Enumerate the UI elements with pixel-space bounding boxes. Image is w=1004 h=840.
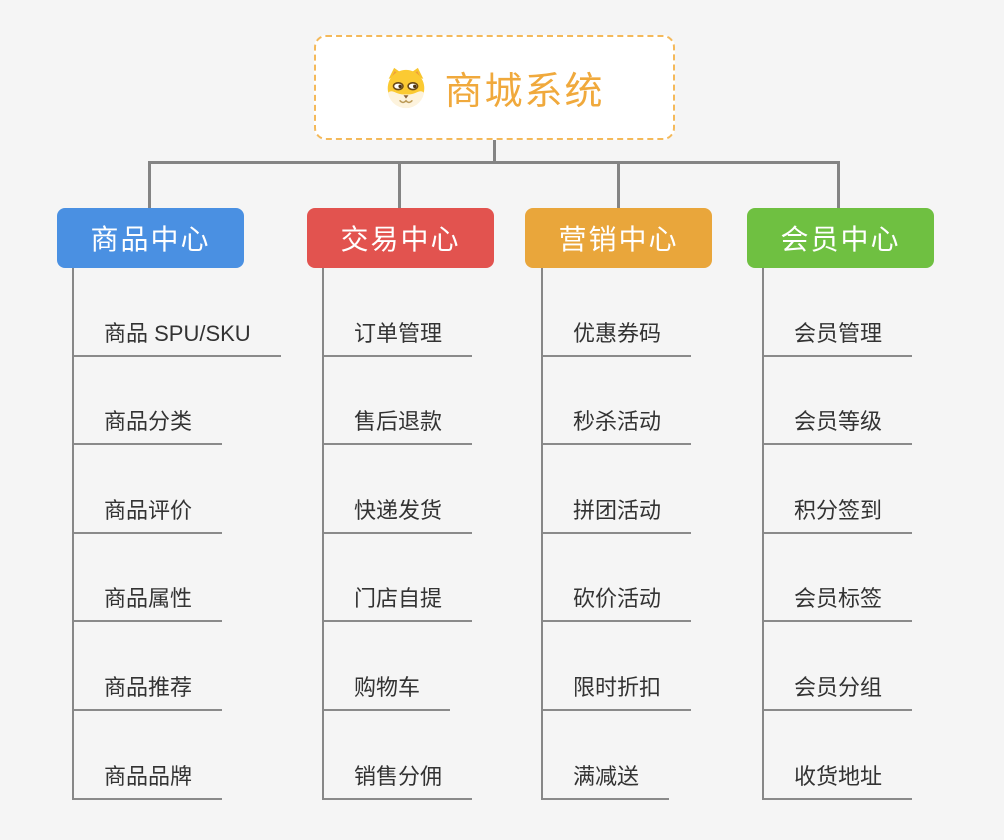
connector-root-stem bbox=[493, 140, 496, 163]
sub-item-label: 满减送 bbox=[541, 759, 670, 800]
sub-item-label: 收货地址 bbox=[762, 759, 913, 800]
sub-item[interactable]: 商品属性 bbox=[72, 534, 281, 623]
sub-item[interactable]: 售后退款 bbox=[322, 357, 473, 446]
connector-drop-product bbox=[148, 161, 151, 208]
sub-item-label: 商品推荐 bbox=[72, 670, 223, 711]
sub-item[interactable]: 门店自提 bbox=[322, 534, 473, 623]
connector-drop-marketing bbox=[617, 161, 620, 208]
sub-item[interactable]: 会员分组 bbox=[762, 622, 913, 711]
sub-item-label: 会员等级 bbox=[762, 404, 913, 446]
sub-item[interactable]: 销售分佣 bbox=[322, 711, 473, 800]
sub-item[interactable]: 商品评价 bbox=[72, 445, 281, 534]
sub-item[interactable]: 优惠券码 bbox=[541, 268, 692, 357]
sub-item-label: 秒杀活动 bbox=[541, 404, 692, 446]
sub-item-label: 会员管理 bbox=[762, 316, 913, 357]
branch-children-marketing: 优惠券码 秒杀活动 拼团活动 砍价活动 限时折扣 满减送 bbox=[541, 268, 692, 800]
sub-item[interactable]: 订单管理 bbox=[322, 268, 473, 357]
sub-item[interactable]: 商品分类 bbox=[72, 357, 281, 446]
sub-item-label: 销售分佣 bbox=[322, 759, 473, 800]
sub-item[interactable]: 积分签到 bbox=[762, 445, 913, 534]
branch-label: 会员中心 bbox=[780, 224, 901, 255]
sub-item-label: 会员分组 bbox=[762, 670, 913, 711]
root-title: 商城系统 bbox=[444, 71, 605, 113]
branch-label: 交易中心 bbox=[340, 224, 461, 255]
sub-item-label: 商品 SPU/SKU bbox=[72, 316, 281, 357]
sub-item-label: 购物车 bbox=[322, 670, 451, 711]
sub-item-label: 订单管理 bbox=[322, 316, 473, 357]
sub-item-label: 商品品牌 bbox=[72, 759, 223, 800]
connector-column-line bbox=[72, 268, 74, 800]
connector-drop-trade bbox=[398, 161, 401, 208]
branch-node-trade-center[interactable]: 交易中心 bbox=[307, 208, 494, 268]
branch-label: 商品中心 bbox=[90, 224, 211, 255]
connector-drop-member bbox=[837, 161, 840, 208]
branch-node-marketing-center[interactable]: 营销中心 bbox=[525, 208, 712, 268]
sub-item[interactable]: 秒杀活动 bbox=[541, 357, 692, 446]
branch-node-member-center[interactable]: 会员中心 bbox=[747, 208, 934, 268]
sub-item[interactable]: 限时折扣 bbox=[541, 622, 692, 711]
sub-item[interactable]: 会员管理 bbox=[762, 268, 913, 357]
sub-item-label: 优惠券码 bbox=[541, 316, 692, 357]
sub-item-label: 积分签到 bbox=[762, 493, 913, 534]
sub-item-label: 会员标签 bbox=[762, 581, 913, 623]
doge-icon bbox=[384, 67, 428, 109]
branch-children-member: 会员管理 会员等级 积分签到 会员标签 会员分组 收货地址 bbox=[762, 268, 913, 800]
sub-item-label: 商品属性 bbox=[72, 581, 223, 623]
sub-item[interactable]: 快递发货 bbox=[322, 445, 473, 534]
sub-item-label: 售后退款 bbox=[322, 404, 473, 446]
sub-item[interactable]: 商品 SPU/SKU bbox=[72, 268, 281, 357]
sub-item[interactable]: 会员标签 bbox=[762, 534, 913, 623]
sub-item[interactable]: 商品品牌 bbox=[72, 711, 281, 800]
branch-children-product: 商品 SPU/SKU 商品分类 商品评价 商品属性 商品推荐 商品品牌 bbox=[72, 268, 281, 800]
sub-item[interactable]: 砍价活动 bbox=[541, 534, 692, 623]
sub-item[interactable]: 满减送 bbox=[541, 711, 691, 800]
sub-item[interactable]: 购物车 bbox=[322, 622, 472, 711]
sub-item-label: 限时折扣 bbox=[541, 670, 692, 711]
connector-column-line bbox=[322, 268, 324, 800]
sub-item[interactable]: 收货地址 bbox=[762, 711, 913, 800]
branch-children-trade: 订单管理 售后退款 快递发货 门店自提 购物车 销售分佣 bbox=[322, 268, 473, 800]
branch-label: 营销中心 bbox=[558, 224, 679, 255]
sub-item-label: 商品分类 bbox=[72, 404, 223, 446]
sub-item[interactable]: 商品推荐 bbox=[72, 622, 281, 711]
sub-item-label: 商品评价 bbox=[72, 493, 223, 534]
sub-item[interactable]: 拼团活动 bbox=[541, 445, 692, 534]
sub-item-label: 砍价活动 bbox=[541, 581, 692, 623]
sub-item-label: 门店自提 bbox=[322, 581, 473, 623]
root-node[interactable]: 商城系统 bbox=[314, 35, 675, 140]
connector-column-line bbox=[541, 268, 543, 800]
branch-node-product-center[interactable]: 商品中心 bbox=[57, 208, 244, 268]
connector-column-line bbox=[762, 268, 764, 800]
sub-item-label: 快递发货 bbox=[322, 493, 473, 534]
sub-item[interactable]: 会员等级 bbox=[762, 357, 913, 446]
sub-item-label: 拼团活动 bbox=[541, 493, 692, 534]
connector-horizontal bbox=[148, 161, 840, 164]
